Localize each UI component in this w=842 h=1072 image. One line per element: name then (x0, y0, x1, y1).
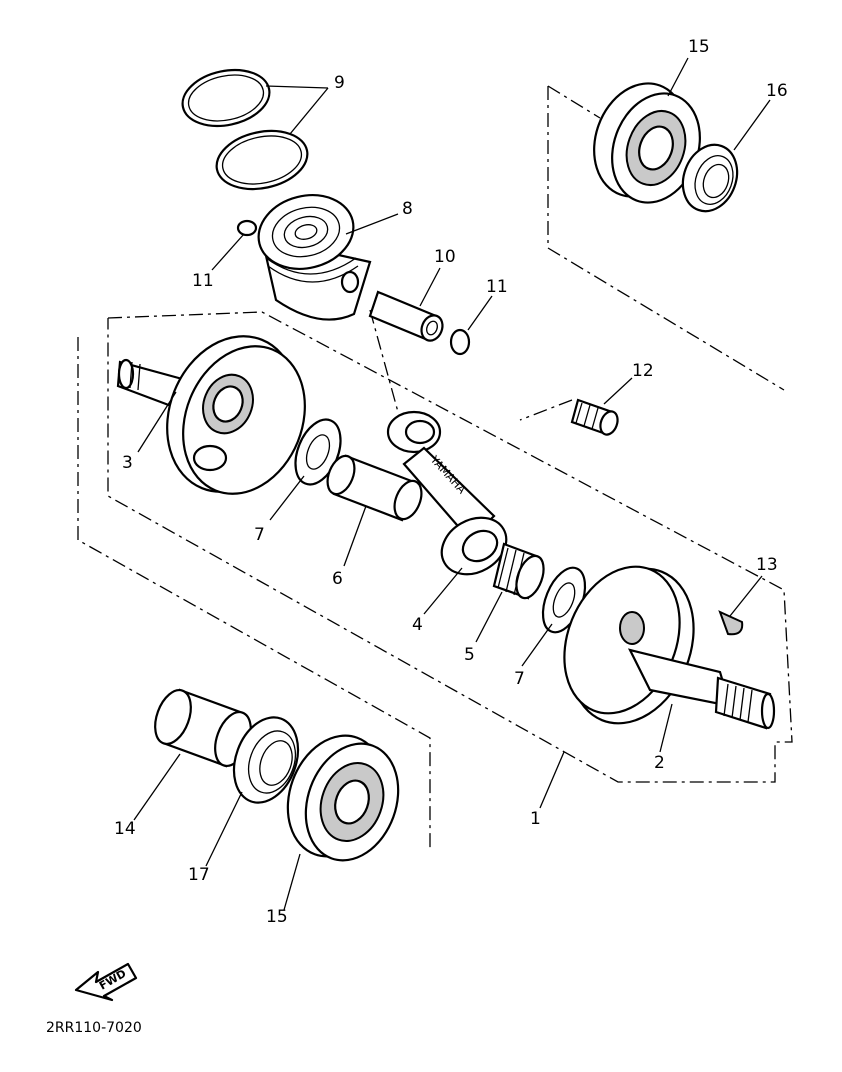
callout-9: 9 (334, 73, 345, 93)
circlip-right (449, 328, 471, 356)
woodruff-key (718, 610, 744, 636)
piston-pin (368, 290, 444, 342)
bearing-lower (286, 734, 400, 862)
callout-11-right: 11 (486, 277, 508, 297)
piston (257, 194, 372, 321)
callout-16: 16 (766, 81, 788, 101)
callout-7-left: 7 (254, 525, 265, 545)
crank-right (563, 565, 776, 730)
callout-2: 2 (654, 753, 665, 773)
callout-8: 8 (402, 199, 413, 219)
piston-ring-upper (181, 68, 271, 128)
callout-10: 10 (434, 247, 456, 267)
callout-6: 6 (332, 569, 343, 589)
upper-bearing-leader-dash (547, 85, 601, 119)
piston-ring-lower (215, 129, 309, 191)
fwd-arrow-icon: FWD (74, 962, 138, 1002)
circlip-left (236, 219, 258, 237)
small-end-needle-bearing (570, 398, 619, 436)
callout-15-upper: 15 (688, 37, 710, 57)
callout-1: 1 (530, 809, 541, 829)
callout-3: 3 (122, 453, 133, 473)
oil-seal-upper (681, 143, 739, 213)
callout-12: 12 (632, 361, 654, 381)
crankshaft-assembly-outline (107, 311, 793, 783)
crank-bearing-group-outline (77, 337, 431, 852)
callout-11-left: 11 (192, 271, 214, 291)
callout-13: 13 (756, 555, 778, 575)
callout-4: 4 (412, 615, 423, 635)
callout-15-lower: 15 (266, 907, 288, 927)
callout-7-right: 7 (514, 669, 525, 689)
connecting-rod: YAMAHA (386, 410, 508, 576)
upper-bearing-group-outline (547, 86, 785, 391)
big-end-needle-bearing (492, 542, 545, 600)
crank-left (116, 335, 306, 495)
callout-5: 5 (464, 645, 475, 665)
oil-seal-lower (232, 716, 300, 804)
callout-17: 17 (188, 865, 210, 885)
needle-bearing-dash (519, 399, 573, 421)
crank-pin (326, 454, 423, 522)
callout-14: 14 (114, 819, 136, 839)
piston-conrod-dash (369, 309, 399, 413)
fwd-label: FWD (97, 967, 128, 993)
drawing-code: 2RR110-7020 (46, 1020, 142, 1036)
leader-lines (133, 57, 771, 911)
